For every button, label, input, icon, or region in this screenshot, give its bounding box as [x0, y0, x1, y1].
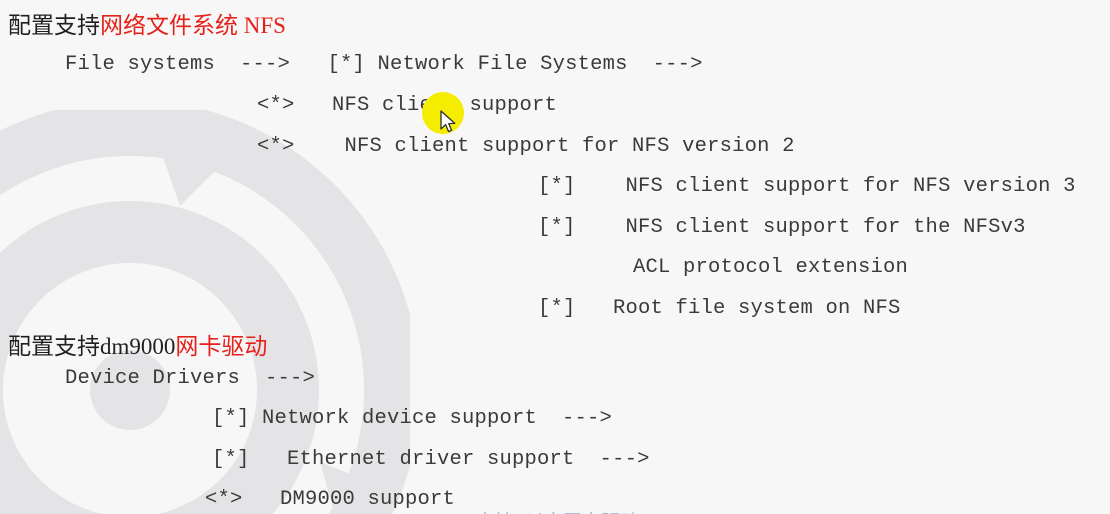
- menu-line-dm9000-support: <*> DM9000 support: [205, 488, 456, 511]
- menu-line-nfsv3-acl: [*] NFS client support for the NFSv3: [538, 216, 1026, 239]
- clipped-partial-line: NFS 支持 以太网卡驱动: [430, 507, 639, 514]
- section-heading-dm9000: 配置支持dm9000网卡驱动: [8, 327, 267, 361]
- heading-prefix-text: 配置支持: [8, 13, 100, 38]
- menu-line-nfs-client-support: <*> NFS client support: [257, 94, 558, 117]
- menu-line-nfs-v2: <*> NFS client support for NFS version 2: [257, 135, 795, 158]
- heading-emphasis-text: 网络文件系统 NFS: [100, 13, 286, 38]
- heading-prefix-text-2: 配置支持: [8, 334, 100, 359]
- menu-line-ethernet-driver-support: [*] Ethernet driver support --->: [212, 448, 650, 471]
- menu-line-acl-protocol-extension: ACL protocol extension: [633, 256, 909, 279]
- heading-middle-text-2: dm9000: [100, 334, 176, 359]
- menu-line-nfs-v3: [*] NFS client support for NFS version 3: [538, 175, 1076, 198]
- menu-line-device-drivers: Device Drivers --->: [65, 367, 316, 390]
- menu-line-file-systems: File systems ---> [*] Network File Syste…: [65, 53, 703, 76]
- menu-line-root-fs-on-nfs: [*] Root file system on NFS: [538, 297, 901, 320]
- section-heading-nfs: 配置支持网络文件系统 NFS: [8, 6, 286, 40]
- menu-line-network-device-support: [*] Network device support --->: [212, 407, 613, 430]
- heading-emphasis-text-2: 网卡驱动: [175, 334, 268, 359]
